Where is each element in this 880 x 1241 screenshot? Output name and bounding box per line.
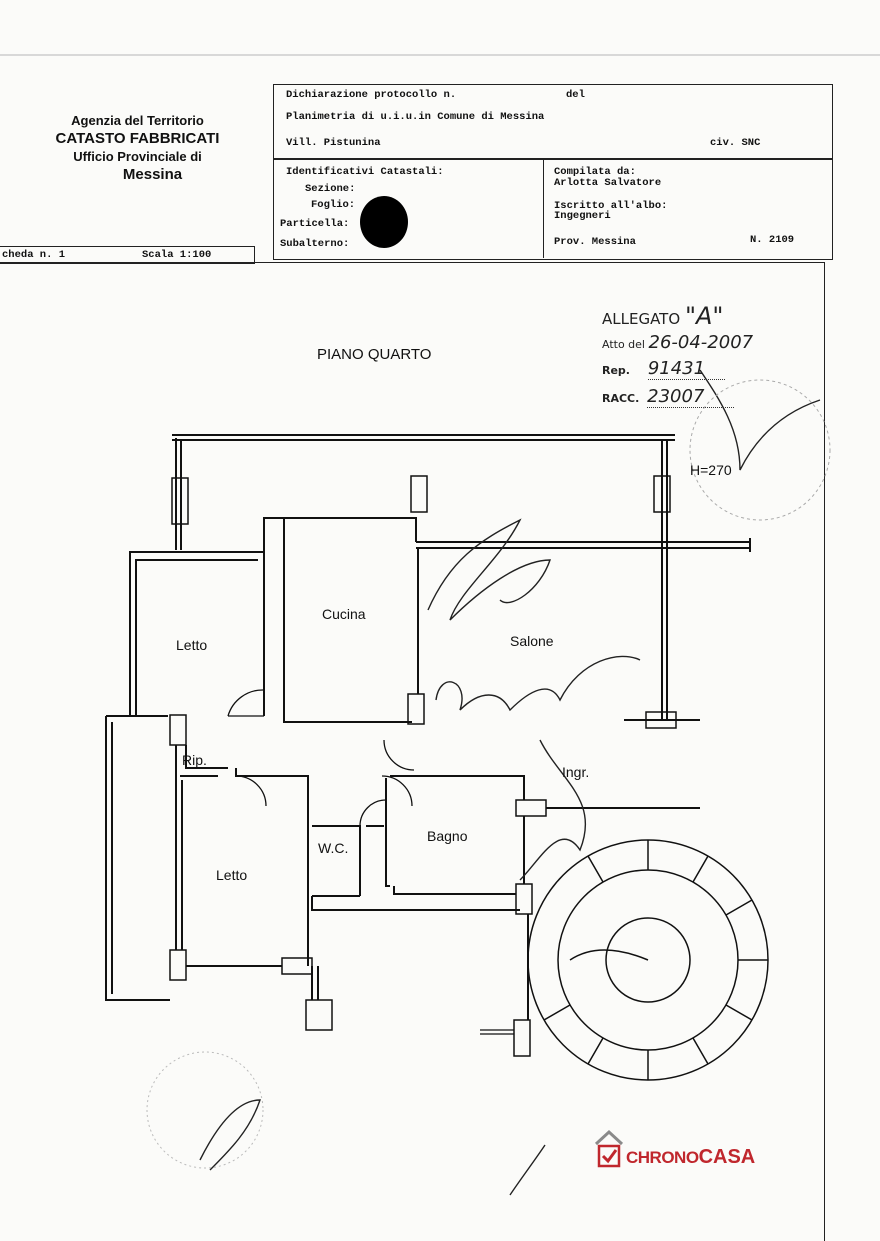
dichiarazione-label: Dichiarazione protocollo n. xyxy=(286,89,457,101)
agency-line-2: CATASTO FABBRICATI xyxy=(55,130,220,147)
identificativi-box xyxy=(273,158,833,260)
room-letto-2: Letto xyxy=(216,867,248,883)
door-swings xyxy=(227,689,514,1035)
iscritto-value: Ingegneri xyxy=(554,210,611,222)
identificativi-divider xyxy=(543,158,544,258)
civ-number: civ. SNC xyxy=(710,137,761,149)
sezione-label: Sezione: xyxy=(305,183,356,195)
declaration-box xyxy=(273,84,833,160)
structural-columns xyxy=(169,475,677,1057)
agency-line-1: Agenzia del Territorio xyxy=(71,113,204,128)
redaction-dot xyxy=(360,196,408,248)
exterior-walls xyxy=(105,517,751,1001)
room-bagno: Bagno xyxy=(427,828,468,844)
scheda-number: cheda n. 1 xyxy=(2,249,66,261)
planimetria-line: Planimetria di u.i.u.in Comune di Messin… xyxy=(286,111,545,123)
agency-line-3: Ufficio Provinciale di xyxy=(73,149,202,164)
atto-line: Atto del 26-04-2007 xyxy=(602,332,753,353)
floor-title: PIANO QUARTO xyxy=(317,346,432,363)
rep-label: Rep. xyxy=(602,364,630,377)
room-ingresso: Ingr. xyxy=(562,764,590,780)
del-label: del xyxy=(566,89,585,101)
atto-label: Atto del xyxy=(602,338,645,351)
registration-number: N. 2109 xyxy=(750,234,795,246)
compilata-name: Arlotta Salvatore xyxy=(554,177,662,189)
compilata-label: Compilata da: xyxy=(554,166,636,178)
house-check-icon xyxy=(594,1129,624,1168)
allegato-label: ALLEGATO "A" xyxy=(602,302,723,330)
allegato-text: ALLEGATO xyxy=(602,310,681,328)
scan-top-edge xyxy=(0,54,880,56)
rep-line: Rep. 91431 xyxy=(602,358,726,380)
spiral-staircase xyxy=(527,839,769,1081)
terrace-railing xyxy=(172,434,675,720)
address-line: Vill. Pistunina xyxy=(286,137,381,149)
particella-label: Particella: xyxy=(280,218,350,230)
racc-line: RACC. 23007 xyxy=(602,386,735,408)
subalterno-label: Subalterno: xyxy=(280,238,350,250)
room-cucina: Cucina xyxy=(322,606,366,622)
ceiling-height: H=270 xyxy=(690,462,732,478)
iscritto-label: Iscritto all'albo: xyxy=(554,200,668,212)
racc-label: RACC. xyxy=(602,392,640,405)
interior-walls xyxy=(180,719,700,1020)
racc-value: 23007 xyxy=(647,386,735,408)
rep-value: 91431 xyxy=(647,358,726,380)
agency-block: Agenzia del Territorio CATASTO FABBRICAT… xyxy=(20,112,255,184)
scale-label: Scala 1:100 xyxy=(142,249,212,261)
logo-chrono: CHRONO xyxy=(626,1148,699,1167)
atto-date: 26-04-2007 xyxy=(648,332,754,353)
room-letto-1: Letto xyxy=(176,637,208,653)
room-ripostiglio: Rip. xyxy=(182,752,207,768)
room-wc: W.C. xyxy=(318,840,349,856)
allegato-letter: "A" xyxy=(684,302,724,330)
prov-label: Prov. Messina xyxy=(554,236,636,248)
logo-wordmark: CHRONOCASA xyxy=(626,1146,755,1169)
chronocasa-logo: CHRONOCASA xyxy=(594,1128,794,1174)
ident-title: Identificativi Catastali: xyxy=(286,166,444,178)
foglio-label: Foglio: xyxy=(311,199,356,211)
scheda-row xyxy=(0,246,255,264)
handwritten-signature xyxy=(146,369,831,1196)
agency-line-4: Messina xyxy=(122,166,183,183)
drawing-frame xyxy=(0,262,825,1241)
room-salone: Salone xyxy=(510,633,554,649)
logo-casa: CASA xyxy=(698,1146,756,1168)
